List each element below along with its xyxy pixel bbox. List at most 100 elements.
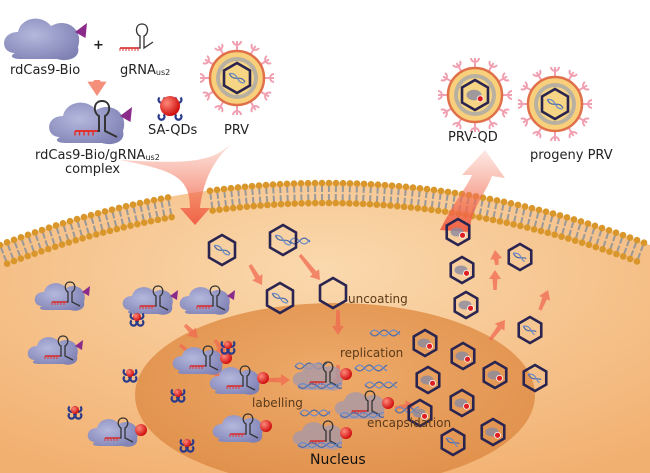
dna-helix [354, 364, 388, 372]
lipid-head [297, 180, 305, 187]
cas9-complex [292, 420, 352, 450]
lipid-head [87, 211, 95, 219]
lipid-head [3, 260, 11, 267]
sa-qd [157, 96, 183, 121]
lipid-head [270, 201, 278, 208]
capsid-hexagon [507, 242, 533, 272]
lipid-head [65, 239, 73, 246]
lipid-head [248, 182, 256, 190]
sa-quantum-dots [67, 96, 236, 453]
biotin [227, 290, 235, 300]
arrow [489, 270, 501, 290]
cas9-protein [34, 283, 85, 311]
lipid-head [66, 217, 74, 225]
lipid-head [216, 206, 223, 213]
lipid-head [79, 235, 86, 242]
glycoprotein [507, 90, 513, 100]
grna [227, 365, 256, 391]
capsid-hexagon [453, 290, 479, 320]
lipid-head [613, 250, 620, 258]
lipid-head [10, 236, 18, 244]
glycoprotein [250, 43, 260, 51]
grna [105, 417, 134, 443]
cas9-complex [27, 335, 83, 365]
cas9-protein [212, 415, 263, 443]
lipid-head [599, 246, 606, 253]
lipid-head [407, 204, 415, 211]
grna-molecule [119, 23, 154, 51]
lipid-head [311, 179, 319, 187]
grna [352, 390, 381, 416]
quantum-dot [71, 406, 79, 414]
lipid-head [414, 204, 422, 212]
lipid-head [530, 225, 538, 233]
cas9-protein [87, 419, 138, 447]
capsid-hexagon [445, 217, 471, 247]
lipid-head [24, 252, 32, 260]
lipid-head [0, 241, 4, 249]
lipid-head [229, 204, 237, 212]
quantum-dot [340, 368, 352, 380]
quantum-dot [494, 431, 501, 439]
capsid [445, 217, 471, 247]
quantum-dot [463, 402, 470, 410]
label-prv: PRV [224, 123, 250, 138]
lipid-head [514, 201, 522, 209]
dna-helix [445, 437, 460, 445]
glycoprotein [550, 136, 560, 142]
streptavidin [67, 412, 76, 420]
arrow [298, 253, 320, 280]
cas9-complex [87, 417, 147, 447]
capsid [407, 398, 433, 428]
lipid-head [633, 236, 641, 244]
lipid-head [325, 199, 333, 207]
lipid-head [542, 208, 550, 215]
lipid-head [284, 200, 292, 208]
lipid-head [311, 199, 319, 207]
quantum-dot [260, 420, 272, 432]
lipid-head [38, 248, 45, 255]
cas9-complex [4, 18, 87, 61]
lipid-head [236, 204, 244, 211]
cas9-complex [49, 100, 132, 145]
label-complex-line2: complex [65, 162, 121, 177]
dna-helix [299, 409, 331, 417]
dna-helix [339, 411, 385, 418]
lipid-head [598, 224, 606, 232]
grna [197, 285, 226, 311]
lipid-head [373, 201, 381, 208]
lipid-head [402, 183, 410, 191]
lipid-head [318, 199, 326, 207]
lipid-head [556, 212, 564, 219]
lipid-head [241, 183, 249, 191]
cas9-complex [122, 285, 178, 315]
quantum-dot [467, 304, 474, 312]
capsid [440, 427, 466, 457]
glycoprotein [232, 40, 242, 46]
lipid-head [549, 210, 557, 217]
grna [140, 285, 169, 311]
lipid-head [94, 209, 102, 217]
cas9-protein [172, 347, 223, 375]
lipid-head [423, 185, 431, 193]
quantum-dot [340, 427, 352, 439]
lipid-head [269, 181, 277, 188]
lipid-head [290, 180, 298, 187]
lipid-head [38, 226, 46, 234]
lipid-head [500, 198, 508, 206]
capsid [453, 290, 479, 320]
cell-membrane [0, 179, 648, 267]
lipid-head [510, 221, 517, 228]
lipid-head [507, 200, 515, 207]
cas9-complex [292, 361, 352, 391]
lipid-head [80, 213, 88, 221]
lipid-head [395, 182, 403, 190]
lipid-head [213, 186, 221, 194]
lipid-head [565, 235, 572, 242]
capsid [449, 388, 475, 418]
dna-helix [289, 237, 311, 245]
dna-helix [297, 441, 343, 448]
grna [52, 281, 81, 307]
lipid-head [115, 204, 123, 212]
